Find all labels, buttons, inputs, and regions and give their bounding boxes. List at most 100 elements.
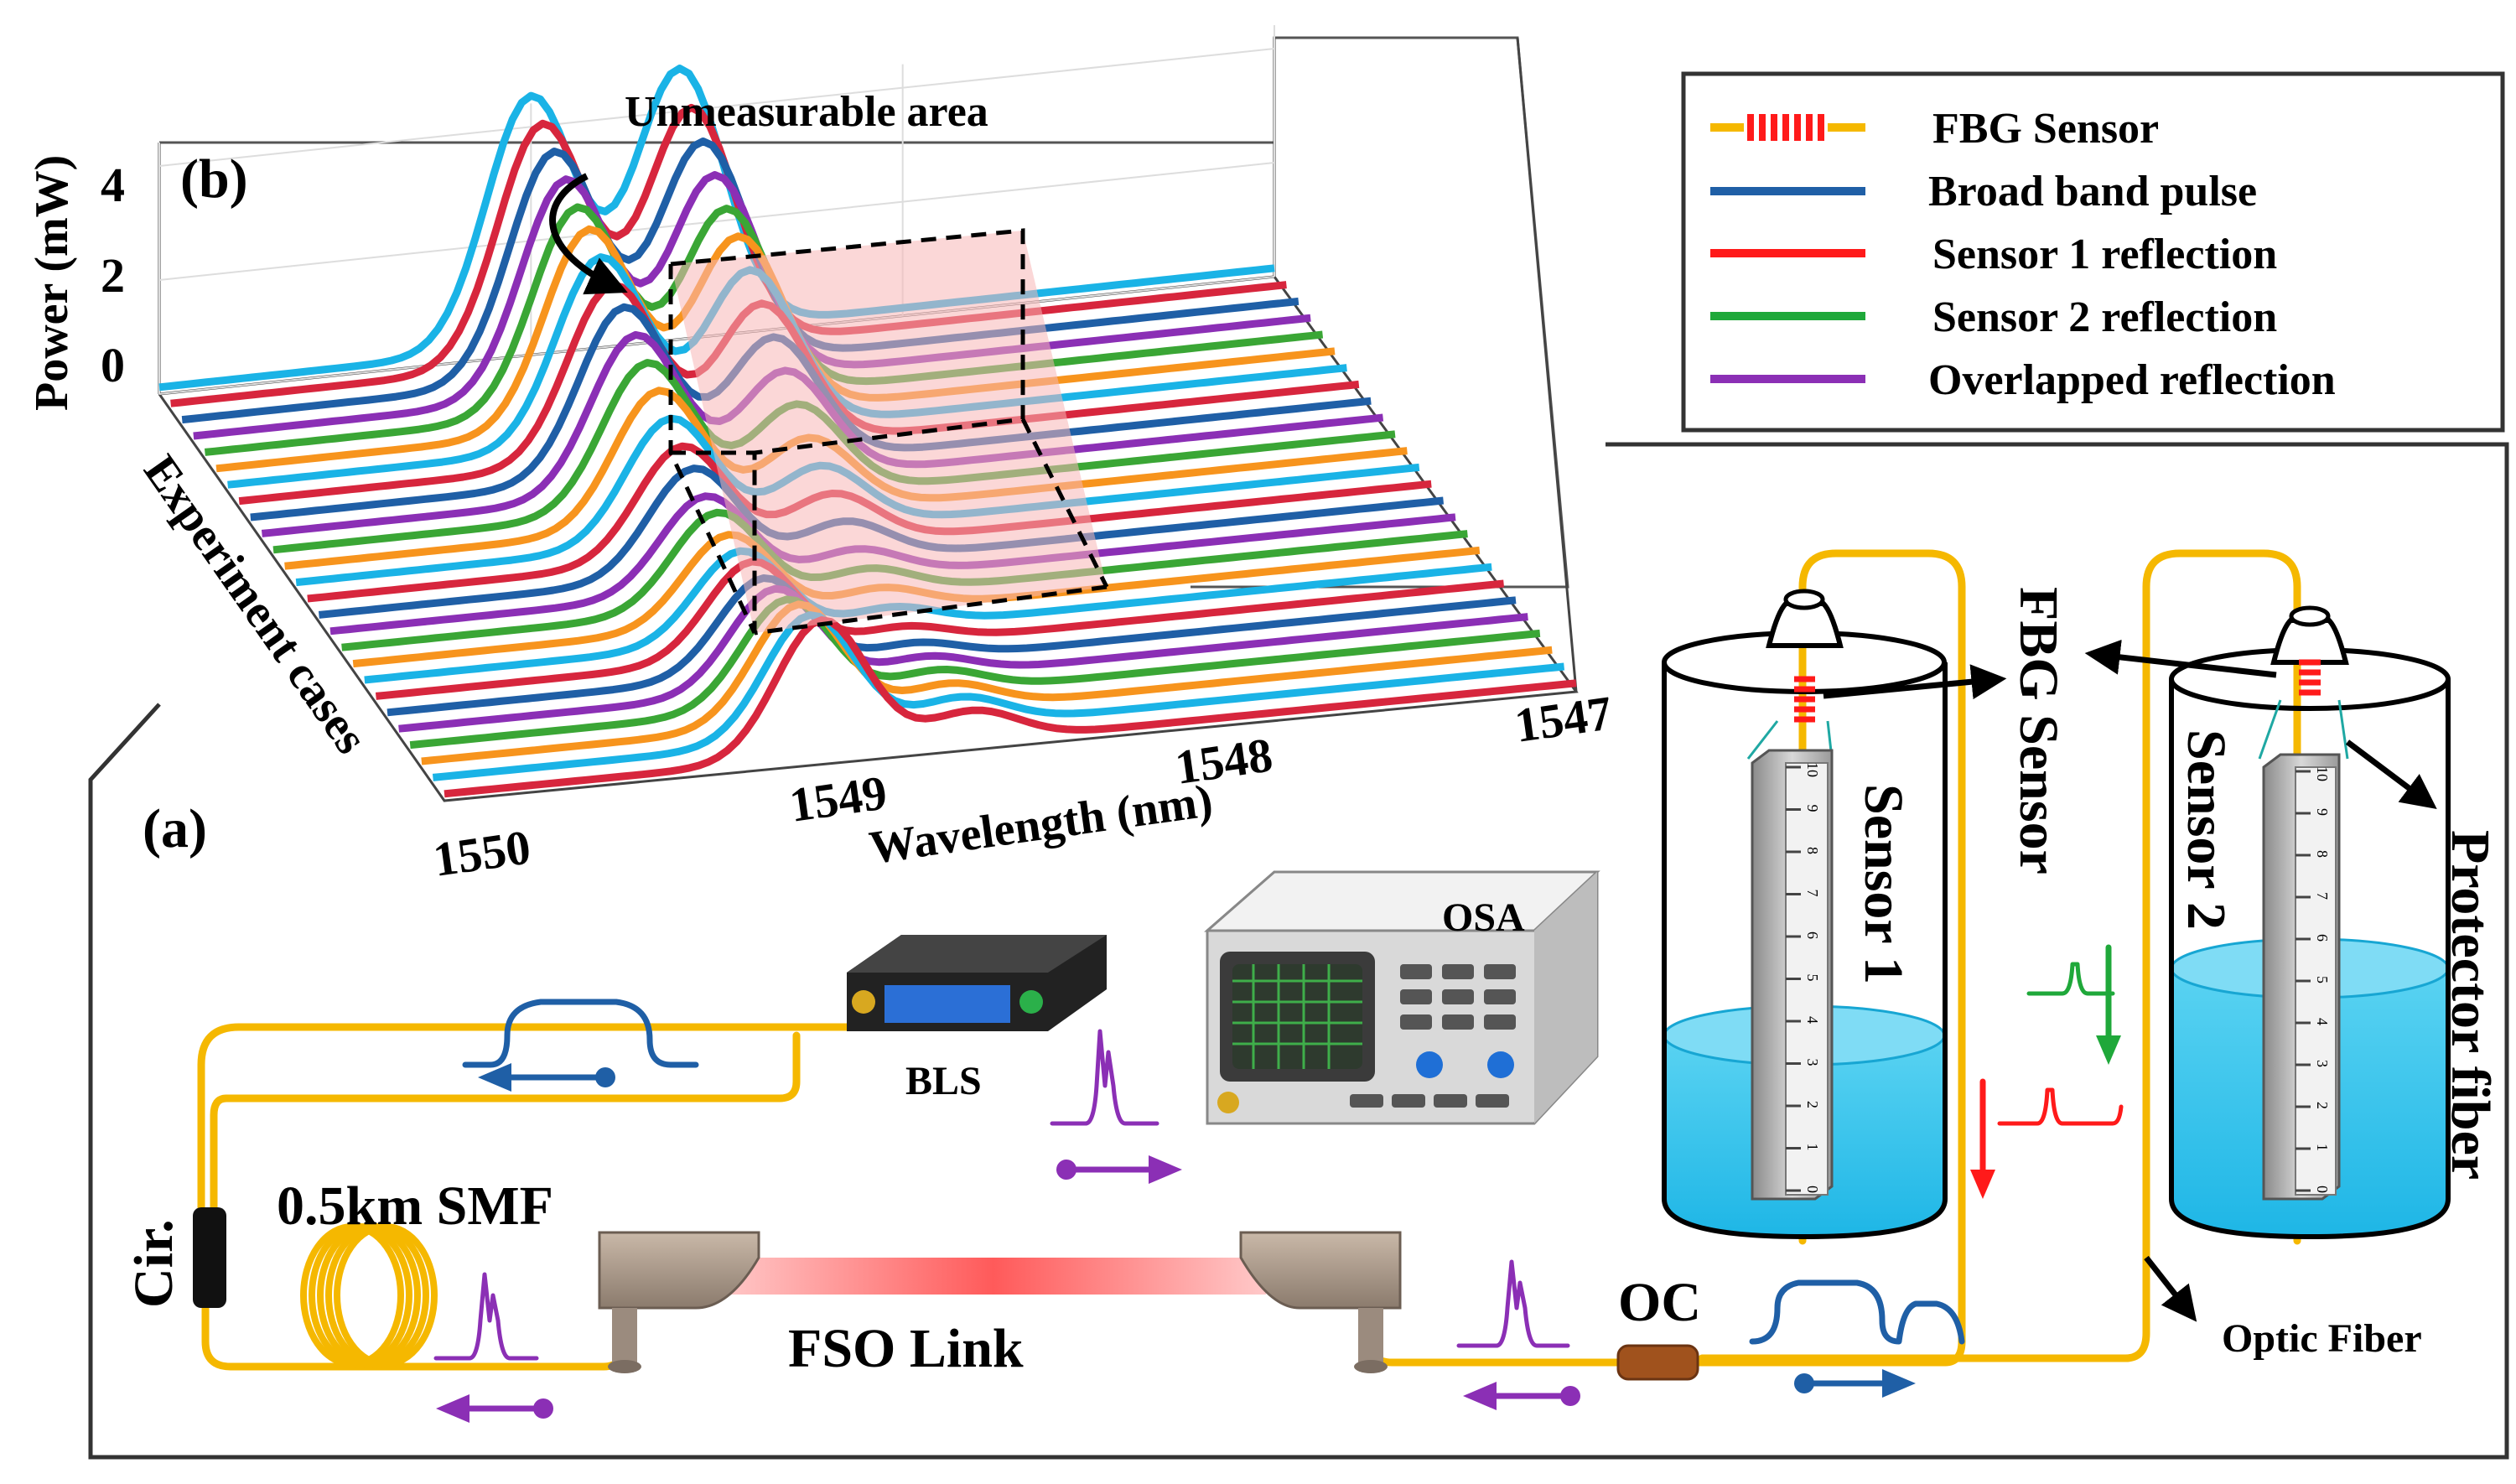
smf-coil bbox=[300, 1223, 438, 1367]
sensor1-label: Sensor 1 bbox=[1853, 784, 1914, 984]
circulator bbox=[193, 1207, 226, 1308]
fso-label: FSO Link bbox=[788, 1318, 1024, 1379]
pulse-icons bbox=[433, 962, 2124, 1361]
legend-item-broadband: Broad band pulse bbox=[1710, 168, 2257, 215]
fso-lens-left bbox=[598, 1231, 760, 1373]
bls-label: BLS bbox=[905, 1059, 982, 1103]
legend-label-broadband: Broad band pulse bbox=[1928, 168, 2257, 215]
panel-a-frame bbox=[88, 442, 2509, 1460]
overlap-arrow-right-osa bbox=[1056, 1155, 1182, 1184]
fso-lens-right bbox=[1239, 1231, 1402, 1373]
fbg-grating-icon bbox=[1744, 112, 1828, 143]
spectrum-line bbox=[432, 611, 1565, 781]
ruler-tick-label: 7 bbox=[2314, 892, 2331, 900]
x-tick-1547: 1547 bbox=[1512, 685, 1616, 753]
broadband-arrow-left bbox=[478, 1063, 615, 1092]
sensor1-arrow-down bbox=[1970, 1078, 1995, 1199]
osa-label: OSA bbox=[1442, 895, 1525, 940]
broadband-arrow-right-oc bbox=[1794, 1369, 1916, 1398]
reflected-pulse-icon-smf bbox=[433, 1272, 539, 1361]
grid-line bbox=[158, 162, 1275, 281]
legend-label-fbg: FBG Sensor bbox=[1932, 105, 2159, 153]
x-tick-1548: 1548 bbox=[1172, 727, 1276, 795]
circulator-label: Cir. bbox=[123, 1219, 184, 1308]
ruler-tick-label: 4 bbox=[2314, 1018, 2331, 1025]
ruler-tick-label: 10 bbox=[2314, 766, 2331, 781]
direction-arrows bbox=[436, 944, 2121, 1423]
ruler-tick-label: 9 bbox=[1804, 805, 1821, 812]
fbg-sensor-label: FBG Sensor bbox=[2008, 587, 2069, 874]
y-tick-2: 2 bbox=[101, 248, 125, 303]
grid-line bbox=[158, 48, 1275, 167]
sensor2-label: Sensor 2 bbox=[2176, 729, 2237, 930]
legend: FBG Sensor Broad band pulse Sensor 1 ref… bbox=[1681, 71, 2505, 433]
osa-device: OSA bbox=[1204, 870, 1600, 1125]
overlap-arrow-left-smf bbox=[436, 1394, 553, 1423]
reflected-pulse-icon-bls bbox=[1050, 1029, 1159, 1126]
ruler-tick-label: 2 bbox=[1804, 1101, 1821, 1108]
x-tick-1549: 1549 bbox=[786, 765, 890, 833]
sensor2-body bbox=[2169, 679, 2451, 1240]
legend-label-sensor1: Sensor 1 reflection bbox=[1932, 231, 2277, 278]
x-axis-label: Wavelength (nm) bbox=[866, 775, 1216, 874]
ruler-tick-label: 5 bbox=[2314, 976, 2331, 983]
ruler-tick-label: 1 bbox=[1804, 1144, 1821, 1151]
ruler-tick-label: 3 bbox=[1804, 1059, 1821, 1066]
legend-item-overlap: Overlapped reflection bbox=[1710, 356, 2336, 404]
fso-beam bbox=[721, 1258, 1266, 1295]
overlap-arrow-left-oc bbox=[1463, 1382, 1580, 1410]
ruler-tick-label: 0 bbox=[1804, 1186, 1821, 1193]
legend-label-overlap: Overlapped reflection bbox=[1928, 356, 2336, 404]
smf-label: 0.5km SMF bbox=[277, 1175, 553, 1237]
spectrum-line bbox=[375, 558, 1505, 700]
oc-label: OC bbox=[1618, 1272, 1701, 1333]
ruler-tick-label: 0 bbox=[2314, 1186, 2331, 1193]
y-tick-0: 0 bbox=[101, 338, 125, 392]
sensor2-arrow-down bbox=[2096, 944, 2121, 1065]
panel-a-label: (a) bbox=[143, 798, 207, 859]
optical-coupler bbox=[1616, 1344, 1699, 1381]
unmeasurable-area bbox=[671, 231, 1107, 633]
fiber-paths bbox=[197, 549, 2301, 1371]
reflected-pulse-icon-oc bbox=[1456, 1259, 1570, 1348]
sensor1-pulse-icon bbox=[1997, 1087, 2124, 1126]
spectrum-line bbox=[386, 574, 1517, 717]
ruler-tick-label: 6 bbox=[1804, 931, 1821, 939]
legend-item-fbg: FBG Sensor bbox=[1710, 105, 2159, 153]
ruler-tick-label: 4 bbox=[1804, 1016, 1821, 1024]
optic-fiber-label: Optic Fiber bbox=[2222, 1316, 2422, 1361]
fbg-pointer-arrows bbox=[1823, 639, 2437, 1322]
legend-item-sensor2: Sensor 2 reflection bbox=[1710, 293, 2277, 341]
spectrum-line bbox=[409, 595, 1541, 750]
ruler-tick-label: 5 bbox=[1804, 974, 1821, 982]
ruler-tick-label: 8 bbox=[1804, 847, 1821, 854]
fso-link: FSO Link bbox=[598, 1231, 1402, 1379]
sensor2-pulse-icon bbox=[2026, 962, 2115, 996]
sensor1-body bbox=[1662, 662, 1948, 1240]
broadband-pulse-icon-oc bbox=[1749, 1279, 1965, 1345]
ruler-tick-label: 10 bbox=[1804, 762, 1821, 777]
panel-b-plot: Unmeasurable area (b) 4 2 0 Power (mW) E… bbox=[26, 25, 1616, 887]
unmeasurable-label: Unmeasurable area bbox=[625, 88, 988, 136]
broadband-pulse-icon bbox=[462, 999, 699, 1068]
plot-back-wall bbox=[159, 36, 1569, 589]
ruler-tick-label: 9 bbox=[2314, 808, 2331, 816]
legend-label-sensor2: Sensor 2 reflection bbox=[1932, 293, 2277, 341]
spectrum-line bbox=[421, 600, 1553, 765]
bls-device: BLS bbox=[847, 935, 1107, 1103]
ruler-tick-label: 6 bbox=[2314, 934, 2331, 942]
unmeasurable-arrow bbox=[549, 173, 628, 295]
protector-fiber-label: Protector fiber bbox=[2440, 830, 2501, 1180]
ruler-tick-label: 3 bbox=[2314, 1060, 2331, 1067]
y-tick-4: 4 bbox=[101, 158, 125, 212]
spectrum-line bbox=[444, 616, 1577, 798]
y-axis-label: Power (mW) bbox=[26, 155, 78, 411]
ruler-tick-label: 1 bbox=[2314, 1144, 2331, 1151]
legend-item-sensor1: Sensor 1 reflection bbox=[1710, 231, 2277, 278]
ruler-tick-label: 8 bbox=[2314, 850, 2331, 858]
unmeasurable-area-box bbox=[668, 228, 1109, 636]
